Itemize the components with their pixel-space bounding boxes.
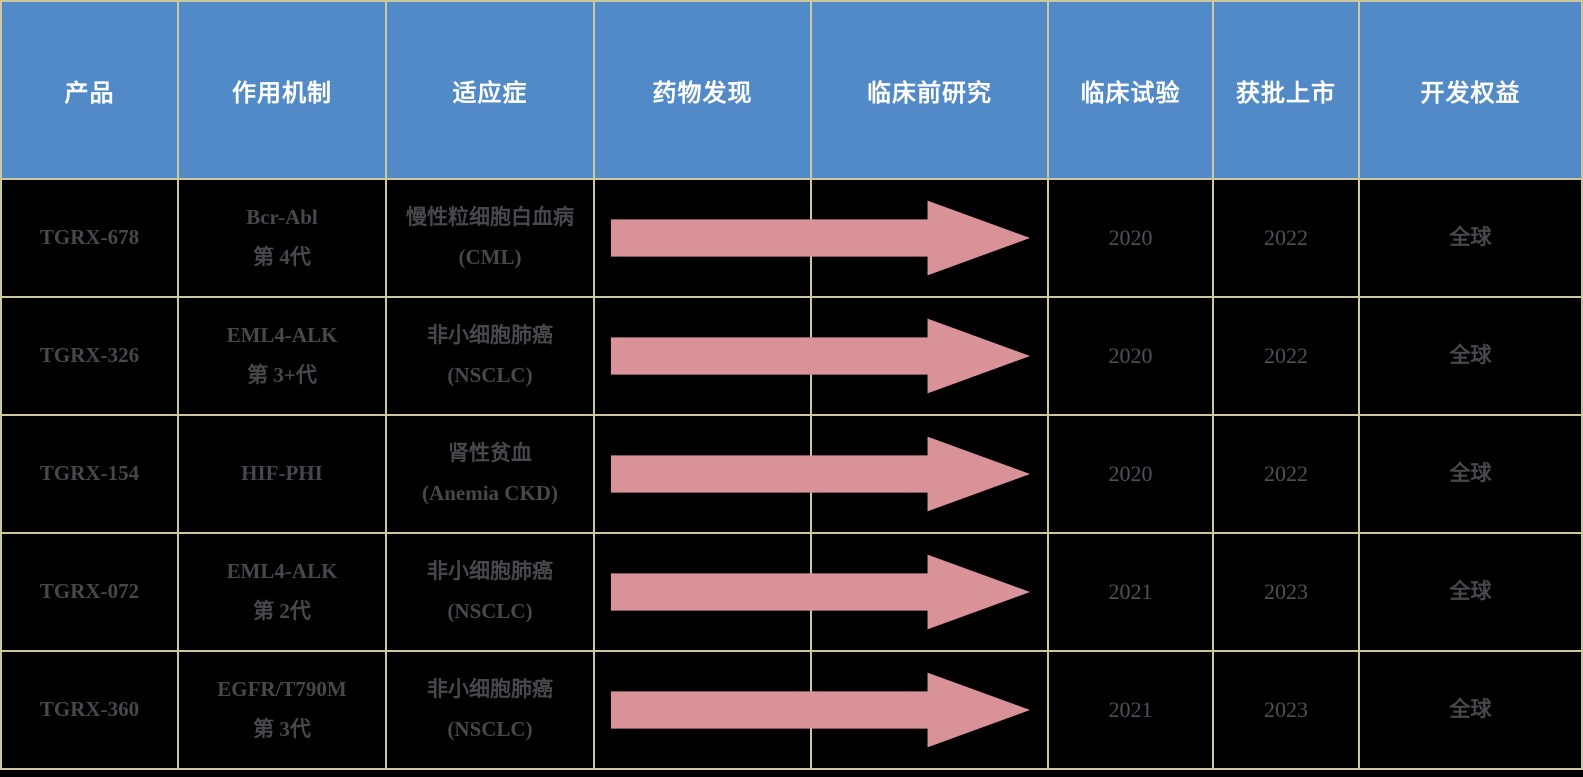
indication-cell: 非小细胞肺癌 (NSCLC) — [387, 652, 595, 768]
stage-progress-cell — [595, 416, 1049, 534]
mechanism-line: EML4-ALK — [226, 559, 338, 584]
indication-line: 非小细胞肺癌 — [427, 323, 553, 348]
indication-line: (NSCLC) — [447, 599, 533, 623]
progress-arrow-icon — [610, 672, 1031, 748]
indication-line: (Anemia CKD) — [422, 481, 558, 505]
indication-line: (NSCLC) — [447, 363, 533, 387]
rights-cell: 全球 — [1360, 652, 1581, 768]
mechanism-cell: Bcr-Abl 第 4代 — [179, 180, 387, 298]
column-header-preclinical: 临床前研究 — [812, 2, 1049, 180]
approval-year-cell: 2023 — [1214, 652, 1360, 768]
product-cell: TGRX-678 — [2, 180, 179, 298]
rights-cell: 全球 — [1360, 534, 1581, 652]
mechanism-line: 第 2代 — [253, 599, 311, 623]
product-cell: TGRX-360 — [2, 652, 179, 768]
clinical-trial-year-cell: 2020 — [1049, 298, 1214, 416]
indication-line: (NSCLC) — [447, 717, 533, 741]
mechanism-line: 第 3代 — [253, 717, 311, 741]
mechanism-line: Bcr-Abl — [246, 205, 318, 230]
mechanism-line: 第 4代 — [253, 245, 311, 269]
indication-cell: 慢性粒细胞白血病 (CML) — [387, 180, 595, 298]
approval-year-cell: 2022 — [1214, 298, 1360, 416]
column-header-discovery: 药物发现 — [595, 2, 812, 180]
indication-line: 慢性粒细胞白血病 — [406, 205, 574, 230]
mechanism-line: 第 3+代 — [247, 363, 317, 387]
mechanism-line: EGFR/T790M — [217, 677, 347, 702]
clinical-trial-year-cell: 2021 — [1049, 534, 1214, 652]
approval-year-cell: 2022 — [1214, 180, 1360, 298]
progress-arrow-icon — [610, 554, 1031, 630]
product-cell: TGRX-154 — [2, 416, 179, 534]
stage-progress-cell — [595, 534, 1049, 652]
mechanism-line: EML4-ALK — [226, 323, 338, 348]
progress-arrow-icon — [610, 200, 1031, 276]
mechanism-cell: EML4-ALK 第 2代 — [179, 534, 387, 652]
mechanism-cell: EGFR/T790M 第 3代 — [179, 652, 387, 768]
stage-progress-cell — [595, 298, 1049, 416]
indication-cell: 肾性贫血 (Anemia CKD) — [387, 416, 595, 534]
indication-line: (CML) — [458, 245, 522, 269]
rights-cell: 全球 — [1360, 180, 1581, 298]
mechanism-cell: HIF-PHI — [179, 416, 387, 534]
product-cell: TGRX-072 — [2, 534, 179, 652]
progress-arrow-icon — [610, 318, 1031, 394]
product-cell: TGRX-326 — [2, 298, 179, 416]
progress-arrow-icon — [610, 436, 1031, 512]
stage-progress-cell — [595, 652, 1049, 768]
clinical-trial-year-cell: 2020 — [1049, 180, 1214, 298]
column-header-clinical-trial: 临床试验 — [1049, 2, 1214, 180]
indication-line: 非小细胞肺癌 — [427, 559, 553, 584]
rights-cell: 全球 — [1360, 416, 1581, 534]
column-header-approval: 获批上市 — [1214, 2, 1360, 180]
indication-cell: 非小细胞肺癌 (NSCLC) — [387, 534, 595, 652]
column-header-indication: 适应症 — [387, 2, 595, 180]
indication-cell: 非小细胞肺癌 (NSCLC) — [387, 298, 595, 416]
column-header-mechanism: 作用机制 — [179, 2, 387, 180]
indication-line: 肾性贫血 — [448, 441, 532, 466]
column-header-rights: 开发权益 — [1360, 2, 1581, 180]
mechanism-cell: EML4-ALK 第 3+代 — [179, 298, 387, 416]
approval-year-cell: 2022 — [1214, 416, 1360, 534]
approval-year-cell: 2023 — [1214, 534, 1360, 652]
stage-progress-cell — [595, 180, 1049, 298]
rights-cell: 全球 — [1360, 298, 1581, 416]
clinical-trial-year-cell: 2020 — [1049, 416, 1214, 534]
column-header-product: 产品 — [2, 2, 179, 180]
indication-line: 非小细胞肺癌 — [427, 677, 553, 702]
clinical-trial-year-cell: 2021 — [1049, 652, 1214, 768]
mechanism-line: HIF-PHI — [241, 461, 323, 486]
